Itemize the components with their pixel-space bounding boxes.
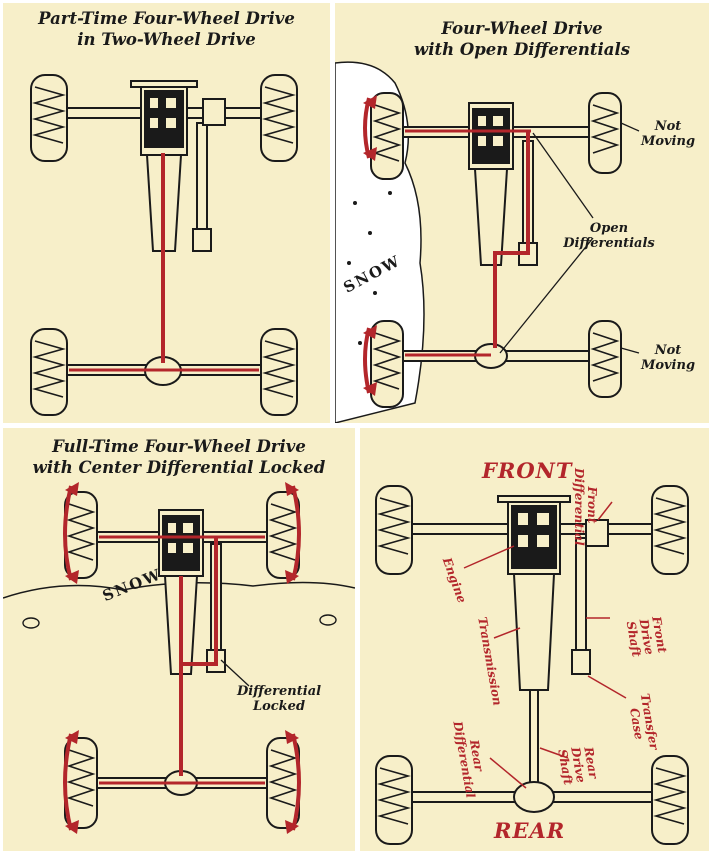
chassis-diagram [375,485,689,845]
power-path [405,129,531,357]
panel-component-labels: FRONT REAR Front Differential Engine Fro… [360,428,709,851]
open-differentials-label: Open Differentials [563,221,655,251]
rear-label: REAR [494,818,566,843]
panel-part-time-2wd: Part-Time Four-Wheel Drive in Two-Wheel … [3,3,330,423]
panel-title: Full-Time Four-Wheel Drive with Center D… [32,437,326,477]
front-differential-label: Front Differential [572,468,599,546]
front-label: FRONT [482,458,573,483]
not-moving-label-bottom: Not Moving [640,343,696,373]
panel-center-diff-locked: Full-Time Four-Wheel Drive with Center D… [3,428,355,851]
power-path [99,535,265,785]
panel-title: Part-Time Four-Wheel Drive in Two-Wheel … [38,9,295,49]
panel-open-differentials: Four-Wheel Drive with Open Differentials… [335,3,709,423]
not-moving-label-top: Not Moving [640,119,696,149]
differential-locked-label: Differential Locked [236,684,322,714]
chassis-diagram [335,61,640,423]
chassis-diagram [3,482,355,834]
chassis-diagram [30,74,298,416]
power-path [69,153,259,372]
leader-lines [463,501,627,789]
panel-title: Four-Wheel Drive with Open Differentials [413,19,631,59]
